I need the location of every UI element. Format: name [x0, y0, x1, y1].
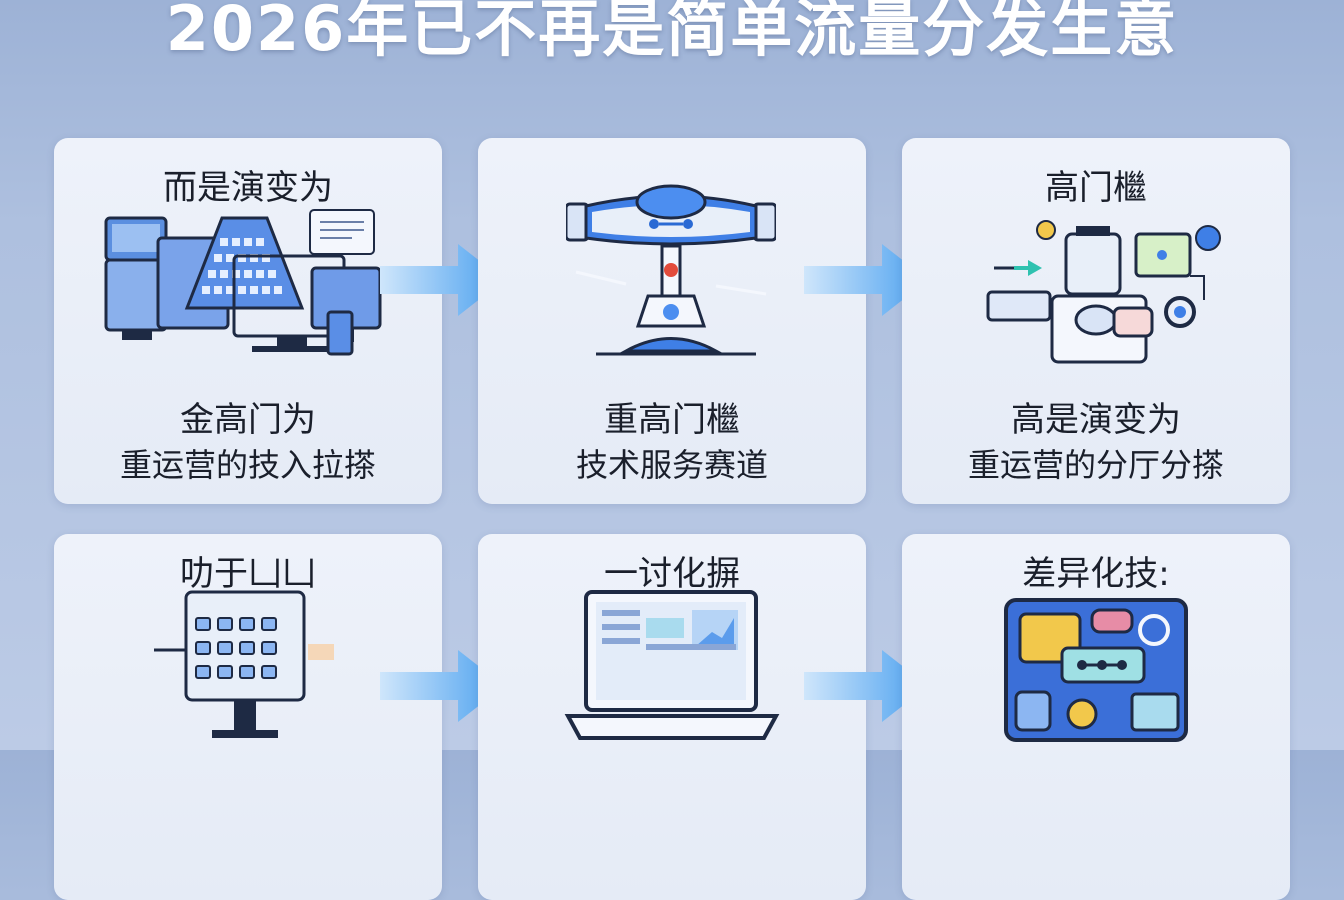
card-tech-service: 重高门檵 技术服务赛道: [478, 138, 866, 504]
robot-arm-icon: [566, 184, 776, 356]
arrow-right-icon: [380, 244, 504, 316]
card-heading: 高门檵: [1045, 168, 1147, 208]
card-line-primary: 高是演变为: [1011, 400, 1181, 440]
card-line-primary: 重高门檵: [604, 400, 740, 440]
page-title: 2026年已不再是简单流量分发生意: [165, 0, 1179, 65]
card-line-secondary: 重运营的分厅分搽: [967, 446, 1224, 484]
arrow-right-icon: [380, 650, 504, 722]
card-differentiation: 差异化技:: [902, 534, 1290, 900]
card-line-secondary: 重运营的技入拉搽: [119, 446, 376, 484]
arrow-right-icon: [804, 650, 928, 722]
machinery-flow-icon: [986, 220, 1221, 364]
card-high-threshold: 高门檵 高是演变为 重运营的分厅分搽: [902, 138, 1290, 504]
card-line-primary: 金高门为: [180, 400, 316, 440]
server-grid-icon: [154, 590, 334, 738]
modular-panel-icon: [1004, 598, 1188, 742]
card-heading: 差异化技:: [1022, 554, 1170, 594]
arrow-right-icon: [804, 244, 928, 316]
card-heading: 叻于凵凵: [180, 554, 316, 594]
laptop-dashboard-icon: [564, 590, 780, 740]
card-line-secondary: 技术服务赛道: [575, 446, 768, 484]
card-operations: 而是演变为 金高门为 重运营的技入拉搽: [54, 138, 442, 504]
card-heading: 一讨化摒: [604, 554, 740, 594]
card-heading: 而是演变为: [163, 168, 333, 208]
computers-network-icon: [104, 209, 382, 356]
